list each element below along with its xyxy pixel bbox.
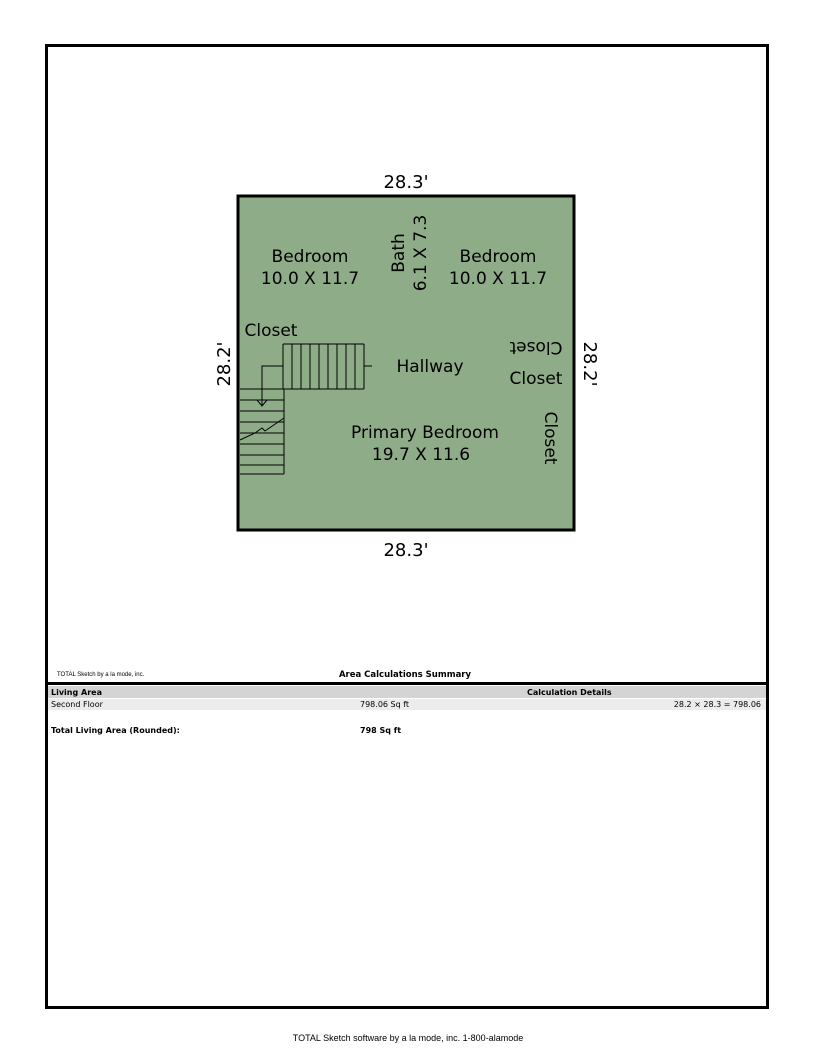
row-area: 798.06 Sq ft: [360, 700, 410, 709]
software-credit: TOTAL Sketch by a la mode, inc.: [57, 672, 145, 678]
footer-credit: TOTAL Sketch software by a la mode, inc.…: [292, 1033, 524, 1043]
floor-outline: [236, 194, 576, 532]
total-value: 798 Sq ft: [360, 726, 402, 735]
row-name: Second Floor: [51, 700, 103, 709]
room-bedroom-right-name: Bedroom: [460, 247, 537, 267]
room-hallway: Hallway: [396, 357, 463, 377]
stairs-lower: [239, 365, 285, 475]
header-calc-details: Calculation Details: [527, 688, 612, 697]
floor-plan: 28.3' 28.3' 28.2' 28.2' Bedroom 10.0 X 1…: [214, 172, 600, 561]
room-bath-name: Bath: [389, 233, 409, 273]
header-living-area: Living Area: [51, 688, 102, 697]
room-primary-bedroom-size: 19.7 X 11.6: [372, 445, 470, 465]
dimension-left: 28.2': [214, 341, 235, 386]
summary-title: Area Calculations Summary: [338, 670, 472, 680]
room-bedroom-left-name: Bedroom: [272, 247, 349, 267]
section-divider: [45, 682, 769, 685]
room-bedroom-left-size: 10.0 X 11.7: [261, 269, 359, 289]
dimension-top: 28.3': [383, 172, 428, 193]
summary-row-bar: [48, 699, 766, 710]
room-closet-left: Closet: [245, 321, 298, 341]
room-closet-right-flipped: Closet: [509, 337, 562, 357]
room-primary-bedroom-name: Primary Bedroom: [351, 423, 499, 443]
room-bedroom-right-size: 10.0 X 11.7: [449, 269, 547, 289]
total-label: Total Living Area (Rounded):: [51, 726, 180, 735]
dimension-right: 28.2': [579, 341, 600, 386]
room-bath-size: 6.1 X 7.3: [411, 215, 431, 292]
dimension-bottom: 28.3': [383, 540, 428, 561]
room-closet-side: Closet: [540, 412, 560, 465]
summary-header-bar: [48, 686, 766, 698]
row-details: 28.2 × 28.3 = 798.06: [673, 700, 761, 709]
room-closet-right: Closet: [510, 369, 563, 389]
